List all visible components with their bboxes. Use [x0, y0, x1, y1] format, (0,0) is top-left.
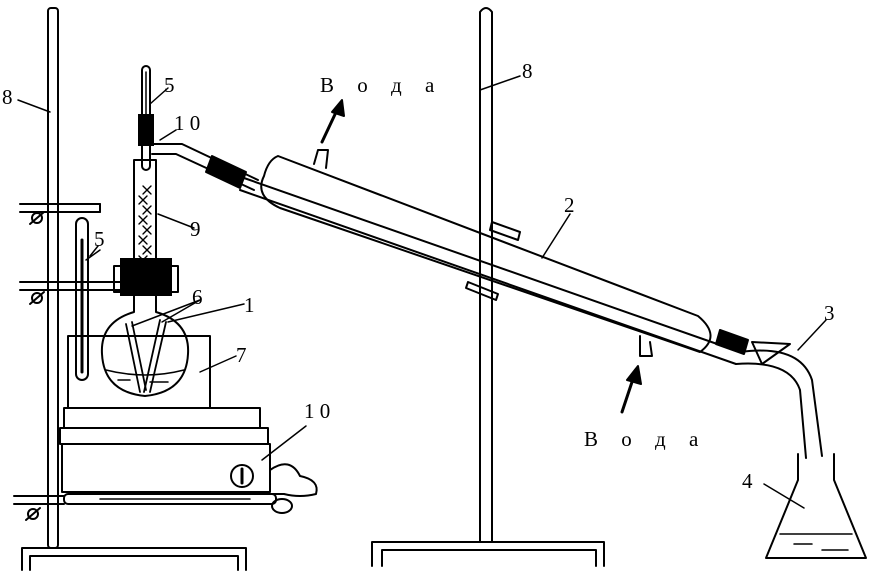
- receiver-flask: [765, 453, 867, 559]
- label-bath-thermometer: 5: [94, 227, 105, 251]
- label-water-out: В о д а: [320, 73, 443, 97]
- heater: [59, 407, 318, 514]
- round-bottom-flask: [100, 285, 190, 397]
- liebig-condenser: [239, 149, 741, 365]
- label-adapter: 1 0: [174, 111, 200, 135]
- label-boiling-chips: 6: [192, 285, 203, 309]
- label-bath: 7: [236, 343, 247, 367]
- label-allonge: 3: [824, 301, 835, 325]
- bath-thermometer: [75, 217, 101, 381]
- label-water-in: В о д а: [584, 427, 707, 451]
- left-stand: [21, 7, 247, 571]
- label-flask: 1: [244, 293, 255, 317]
- still-head-adapter: [151, 143, 259, 191]
- label-receiver: 4: [742, 469, 753, 493]
- allonge-adapter: [715, 329, 823, 459]
- label-condenser: 2: [564, 193, 575, 217]
- label-stand-left: 8: [2, 85, 13, 109]
- fractional-column: [113, 159, 179, 296]
- column-thermometer: [138, 65, 154, 171]
- label-column-thermometer: 5: [164, 73, 175, 97]
- label-leaders: [17, 75, 827, 509]
- label-stand-right: 8: [522, 59, 533, 83]
- stand-clamps: [13, 203, 131, 521]
- label-heater: 1 0: [304, 399, 330, 423]
- right-stand: [371, 7, 605, 567]
- water-bath: [67, 335, 211, 409]
- water-flow-arrows: [320, 99, 642, 414]
- label-column: 9: [190, 217, 201, 241]
